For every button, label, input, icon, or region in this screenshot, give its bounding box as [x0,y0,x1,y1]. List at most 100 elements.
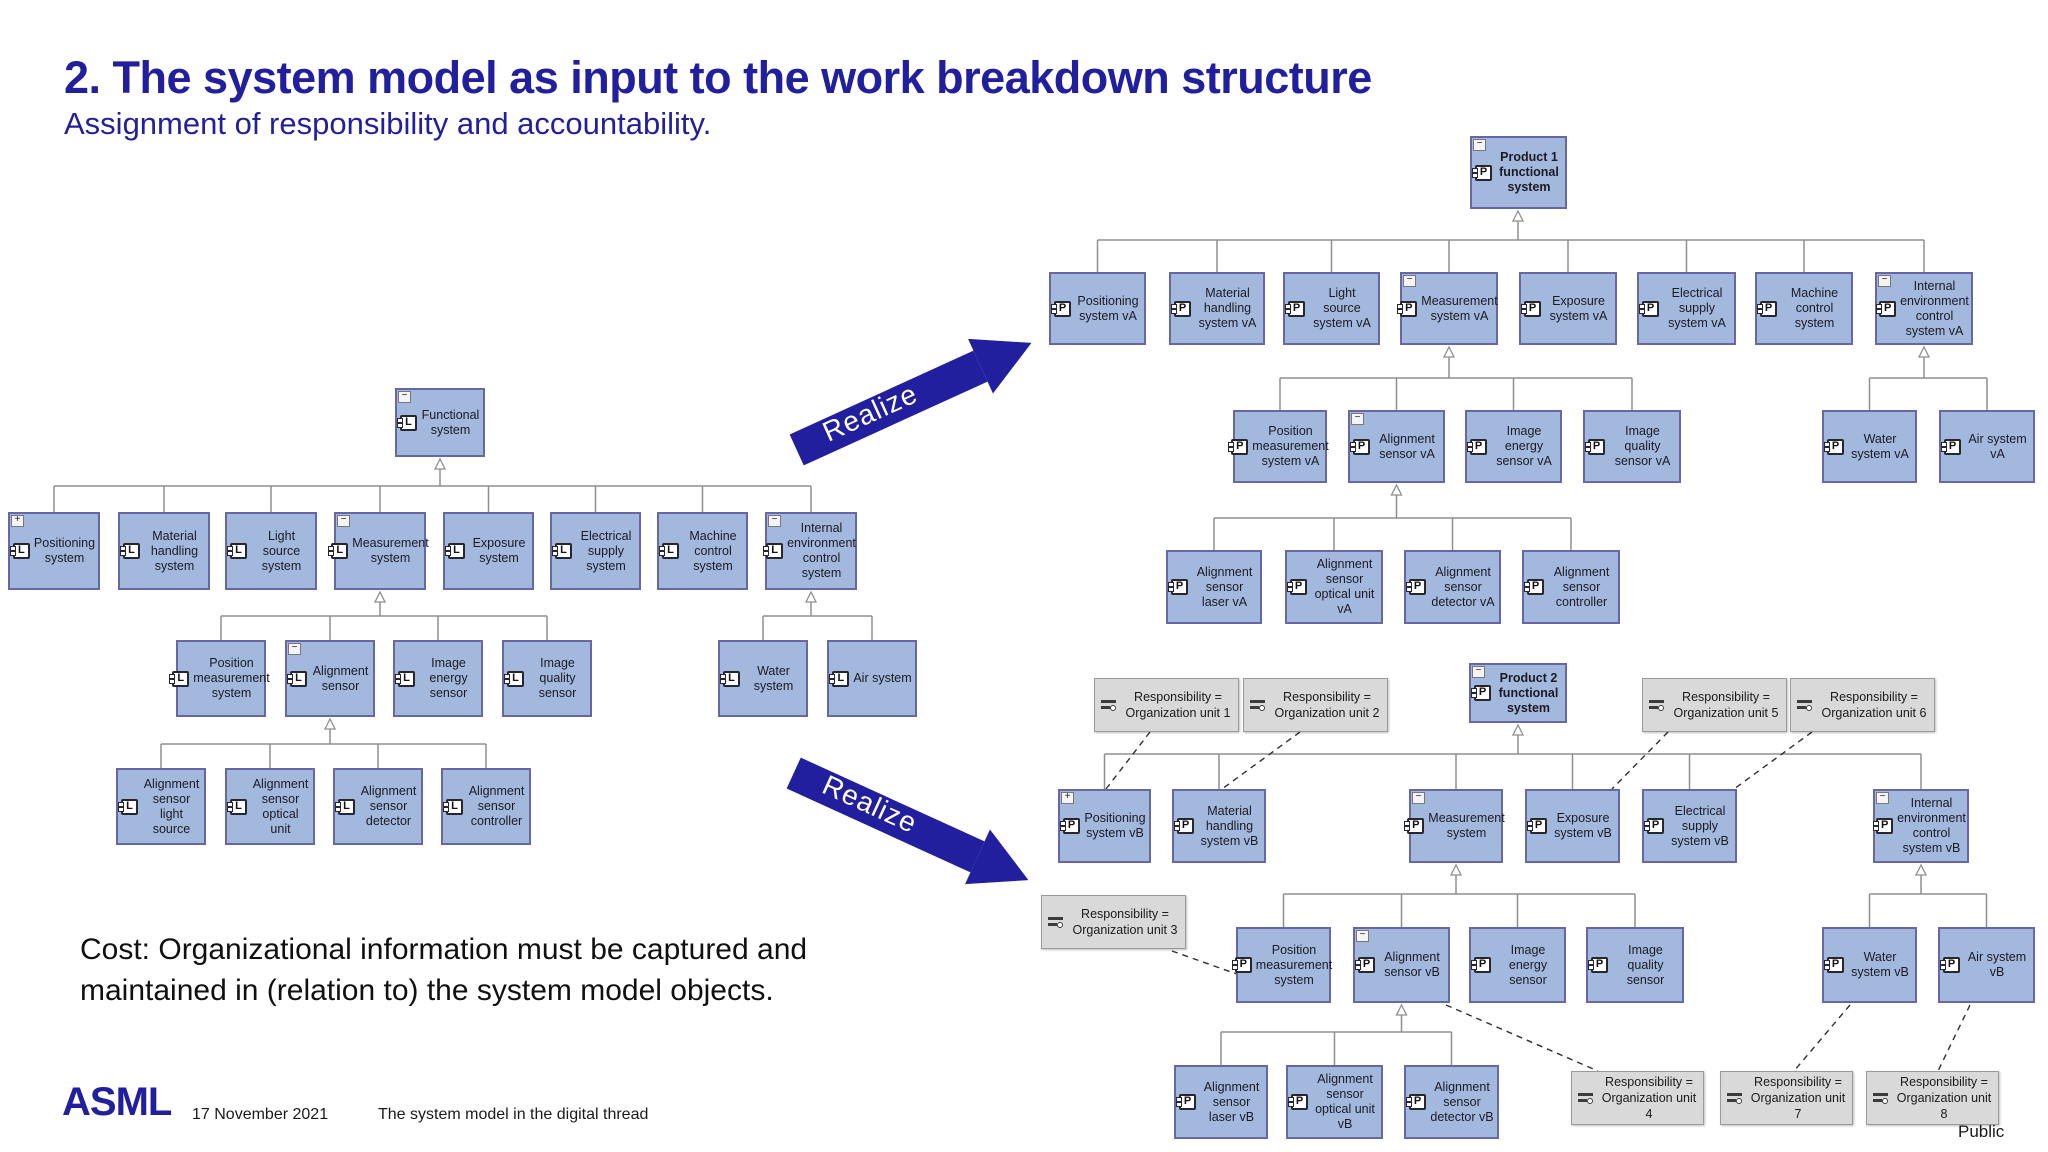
collapse-badge: − [1403,275,1416,287]
node-label: Machine control system [1790,286,1839,330]
node-label: Light source system [261,528,302,573]
responsibility-org-unit-2: Responsibility =Organization unit 2 [1243,678,1388,732]
logical-component-icon: L [227,543,247,559]
organization-unit: Organization unit 1 [1125,706,1231,720]
physical-component-icon: P [1060,818,1080,834]
node-label: Internal environment control system vA [1900,278,1969,338]
physical-component-icon: P [1350,438,1370,455]
node-label: Exposure system vB [1554,811,1612,840]
logical-component-icon: L [659,543,679,559]
logical-component-icon: L [829,670,850,687]
collapse-badge: − [768,515,781,527]
property-value-icon [1250,698,1267,712]
logical-component-icon: L [335,798,355,815]
node-label: Measurement system [1428,811,1505,840]
cost-note: Cost: Organizational information must be… [80,933,808,1007]
footer-caption: The system model in the digital thread [378,1106,649,1123]
logical-component-icon: L [287,670,307,687]
node-label: Alignment sensor controller [468,784,525,828]
logical-component-icon: L [445,543,465,559]
logical-component-icon: L [395,670,415,687]
node-label: Alignment sensor vB [1384,950,1440,979]
logical-component-icon: L [443,798,463,815]
responsibility-org-unit-4: Responsibility =Organization unit 4 [1571,1071,1704,1125]
node-label: Alignment sensor controller [1553,564,1610,609]
node-label: Electrical supply system vB [1671,803,1729,848]
collapse-badge: − [1412,792,1425,804]
property-value-icon [1649,698,1666,712]
collapse-badge: − [1351,413,1364,425]
asml-logo: ASML [62,1080,172,1124]
physical-component-icon: P [1171,300,1191,317]
physical-component-icon: P [1176,1094,1196,1110]
node-label: Alignment sensor laser vB [1203,1079,1260,1124]
physical-component-icon: P [1588,957,1608,973]
node-alignment-sensor-optical-unit-vb: P Alignment sensor optical unit vB [1286,1065,1383,1139]
node-label: Alignment sensor detector [360,784,417,828]
node-label: Electrical supply system [580,528,632,573]
classification-label: Public [1958,1122,2005,1141]
logical-component-icon: L [397,414,417,431]
physical-component-icon: P [1355,957,1375,973]
node-label: Internal environment control system [787,521,856,580]
node-label: Alignment sensor [312,663,369,693]
physical-component-icon: P [1288,1094,1308,1110]
collapse-badge: − [398,391,411,403]
logical-component-icon: L [169,670,190,687]
organization-unit: Organization unit 4 [1601,1090,1697,1122]
node-label: Image energy sensor [429,656,468,700]
node-label: Alignment sensor optical unit vB [1315,1072,1375,1131]
collapse-badge: − [1876,792,1889,804]
physical-component-icon: P [1397,300,1418,317]
physical-component-icon: P [1527,818,1547,834]
node-label: Measurement system [352,536,429,565]
physical-component-icon: P [1471,957,1491,973]
node-alignment-sensor-laser-vb: P Alignment sensor laser vB [1174,1065,1268,1139]
physical-component-icon: P [1471,685,1491,701]
node-label: Alignment sensor detector vA [1431,564,1495,609]
responsibility-org-unit-6: Responsibility =Organization unit 6 [1790,678,1935,732]
node-label: Image quality sensor [538,656,577,700]
node-label: Positioning system vB [1084,811,1146,840]
slide-title: 2. The system model as input to the work… [64,52,1372,103]
node-label: Material handling system [150,528,199,573]
node-label: Product 2 functional system [1498,670,1559,715]
organization-unit: Organization unit 5 [1673,706,1779,720]
physical-component-icon: P [1940,957,1960,973]
node-label: Position measurement system vA [1252,424,1329,468]
physical-component-icon: P [1406,579,1426,595]
physical-component-icon: P [1174,818,1194,834]
organization-unit: Organization unit 8 [1896,1090,1992,1122]
physical-component-icon: P [1824,438,1844,455]
node-label: Alignment sensor optical unit [252,776,309,836]
collapse-badge: − [1472,666,1485,678]
physical-component-icon: P [1644,818,1664,834]
physical-component-icon: P [1472,164,1492,181]
property-value-icon [1578,1091,1595,1105]
physical-component-icon: P [1521,300,1541,317]
node-label: Air system vA [1968,431,2027,461]
expand-badge: + [11,515,24,527]
node-label: Material handling system vB [1200,803,1259,848]
node-label: Alignment sensor light source [143,776,200,836]
